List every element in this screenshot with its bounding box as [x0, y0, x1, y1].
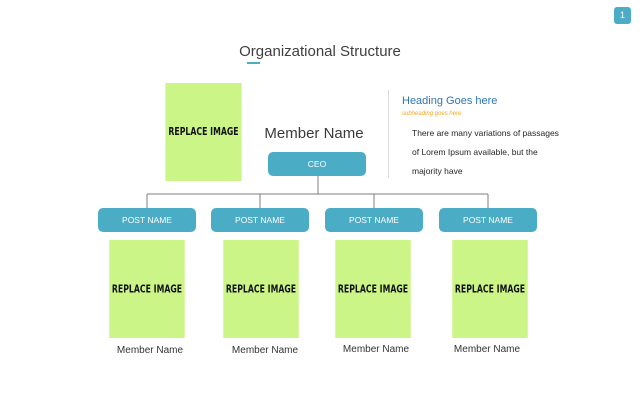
info-body-text: There are many variations of passages of…: [412, 128, 559, 176]
page-number-badge: 1: [614, 7, 631, 24]
member-3-image-placeholder[interactable]: REPLACE IMAGE: [335, 240, 411, 338]
ceo-post-pill[interactable]: CEO: [268, 152, 366, 176]
member-2-post-label: POST NAME: [235, 215, 285, 225]
member-1-post-label: POST NAME: [122, 215, 172, 225]
member-4-post-pill[interactable]: POST NAME: [439, 208, 537, 232]
member-2-image-label: REPLACE IMAGE: [225, 282, 297, 296]
member-1-image-label: REPLACE IMAGE: [111, 282, 183, 296]
ceo-image-label: REPLACE IMAGE: [168, 125, 239, 139]
member-2-name: Member Name: [231, 345, 299, 356]
member-4-image-placeholder[interactable]: REPLACE IMAGE: [452, 240, 528, 338]
member-1-name: Member Name: [116, 345, 184, 356]
member-2-image-placeholder[interactable]: REPLACE IMAGE: [223, 240, 299, 338]
member-3-post-label: POST NAME: [349, 215, 399, 225]
page-title: Organizational Structure: [239, 43, 401, 60]
info-divider: [388, 90, 389, 178]
info-heading: Heading Goes here: [402, 95, 498, 107]
member-1-image-placeholder[interactable]: REPLACE IMAGE: [109, 240, 185, 338]
ceo-member-name: Member Name: [264, 125, 364, 142]
member-1-post-pill[interactable]: POST NAME: [98, 208, 196, 232]
ceo-post-label: CEO: [307, 159, 327, 169]
member-4-name: Member Name: [453, 344, 521, 355]
member-3-name: Member Name: [342, 344, 410, 355]
member-4-image-label: REPLACE IMAGE: [454, 282, 526, 296]
info-subheading: subheading goes here: [402, 111, 462, 117]
member-3-post-pill[interactable]: POST NAME: [325, 208, 423, 232]
title-underline: [247, 62, 260, 64]
member-4-post-label: POST NAME: [463, 215, 513, 225]
ceo-image-placeholder[interactable]: REPLACE IMAGE: [165, 83, 242, 181]
member-2-post-pill[interactable]: POST NAME: [211, 208, 309, 232]
member-3-image-label: REPLACE IMAGE: [337, 282, 409, 296]
